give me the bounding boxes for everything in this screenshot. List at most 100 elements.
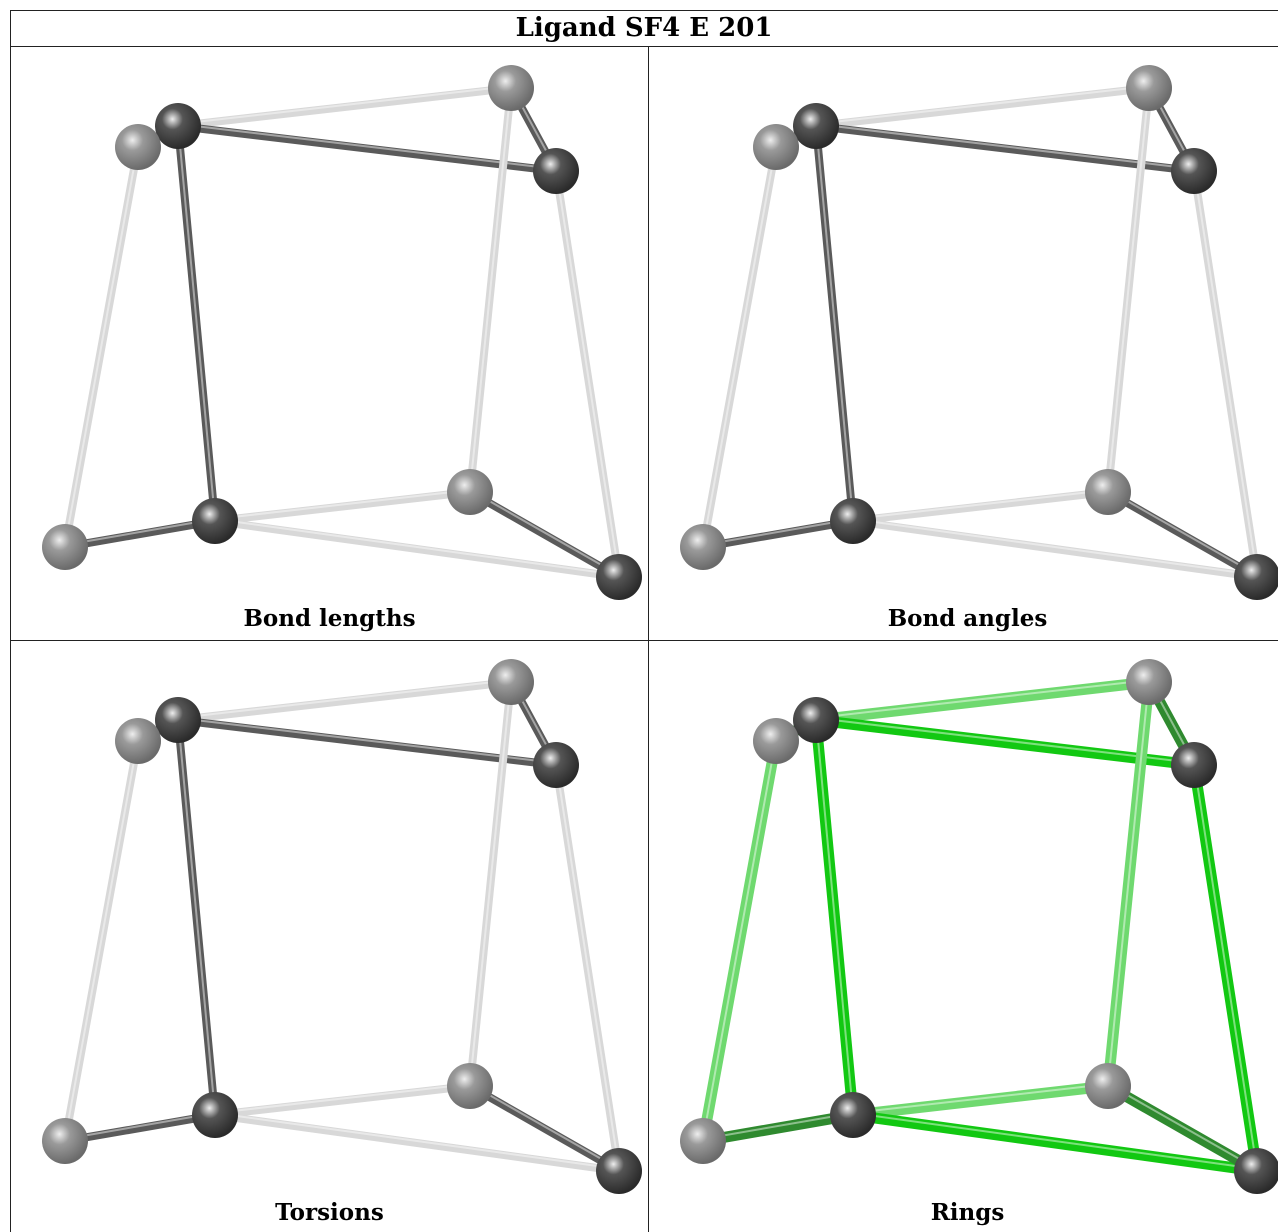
panel-rings: Rings — [649, 641, 1278, 1232]
bond-highlight — [1107, 489, 1258, 576]
atom — [533, 148, 579, 194]
bond-highlight — [815, 717, 854, 1114]
panel-caption: Torsions — [275, 1199, 384, 1226]
bond — [1188, 759, 1263, 1177]
bond-highlight — [852, 1112, 1258, 1170]
atom — [753, 124, 799, 170]
panel-caption: Bond lengths — [243, 605, 416, 632]
bond — [812, 84, 1153, 130]
bond — [466, 678, 515, 1090]
bond-highlight — [64, 144, 139, 546]
atom — [1085, 1063, 1131, 1109]
bond — [697, 735, 782, 1147]
bond-highlight — [815, 717, 1195, 764]
atom — [488, 65, 534, 111]
bond — [174, 716, 219, 1119]
atom — [680, 524, 726, 570]
bond — [1102, 676, 1155, 1092]
atom — [793, 697, 839, 743]
bond — [466, 1082, 623, 1175]
bond — [1104, 488, 1261, 581]
atom — [1171, 148, 1217, 194]
left-border — [10, 10, 11, 1232]
bond-highlight — [214, 518, 620, 576]
bond — [1104, 84, 1153, 496]
atom — [793, 103, 839, 149]
bond — [849, 488, 1112, 525]
bond — [61, 143, 142, 551]
bond — [697, 1109, 859, 1147]
bond-highlight — [64, 738, 139, 1140]
atom — [192, 498, 238, 544]
atom — [830, 498, 876, 544]
atom — [115, 718, 161, 764]
atom — [1234, 1148, 1278, 1194]
panel-caption: Bond angles — [887, 605, 1048, 632]
atom — [1171, 742, 1217, 788]
bond — [1102, 1080, 1263, 1177]
bond — [174, 716, 560, 769]
atom — [1126, 65, 1172, 111]
bond — [174, 122, 219, 525]
atom — [42, 524, 88, 570]
bond-highlight — [469, 1083, 620, 1170]
molecule-render — [680, 65, 1278, 600]
atom — [488, 659, 534, 705]
bond-highlight — [815, 123, 854, 520]
atom — [753, 718, 799, 764]
bond-highlight — [1193, 762, 1258, 1170]
bond-highlight — [469, 679, 512, 1085]
bond-highlight — [64, 1112, 216, 1140]
bond — [849, 517, 1261, 581]
bond — [552, 167, 623, 581]
bond-highlight — [815, 85, 1150, 125]
atom — [680, 1118, 726, 1164]
bond — [812, 122, 1198, 175]
bond — [174, 122, 560, 175]
molecule-render — [680, 659, 1278, 1194]
bond-highlight — [64, 518, 216, 546]
bond-highlight — [177, 123, 216, 520]
bond-highlight — [852, 489, 1109, 520]
bond — [847, 1080, 1114, 1121]
bond-highlight — [214, 1083, 471, 1114]
bond-highlight — [1107, 85, 1150, 491]
atom — [155, 103, 201, 149]
bond-highlight — [177, 123, 557, 170]
atom — [596, 554, 642, 600]
bond — [211, 1111, 623, 1175]
atom — [42, 1118, 88, 1164]
bond — [174, 84, 515, 130]
bond — [810, 676, 1155, 726]
bond — [211, 488, 474, 525]
atom — [155, 697, 201, 743]
bond-highlight — [1107, 679, 1150, 1085]
bond — [61, 737, 142, 1145]
bond-highlight — [177, 717, 216, 1114]
bond — [810, 714, 1200, 771]
bond — [61, 517, 219, 551]
figure-title: Ligand SF4 E 201 — [515, 13, 773, 43]
bond — [211, 517, 623, 581]
bond-highlight — [702, 518, 854, 546]
panel-torsions: Torsions — [11, 641, 648, 1232]
bond-highlight — [815, 679, 1150, 719]
bond — [466, 488, 623, 581]
molecule-render — [42, 65, 642, 600]
panel-bond-lengths: Bond lengths — [11, 47, 648, 638]
atom — [447, 1063, 493, 1109]
bond — [699, 143, 780, 551]
bond-highlight — [555, 762, 620, 1170]
bond-highlight — [214, 489, 471, 520]
atom — [447, 469, 493, 515]
bond-highlight — [702, 1112, 854, 1140]
bond-highlight — [852, 1083, 1109, 1114]
column-divider — [648, 46, 649, 1232]
bond-highlight — [469, 85, 512, 491]
bond-highlight — [1193, 168, 1258, 576]
bond-highlight — [852, 518, 1258, 576]
panel-bond-angles: Bond angles — [649, 47, 1278, 638]
molecule-render — [42, 659, 642, 1194]
bond — [810, 714, 859, 1121]
bond — [211, 1082, 474, 1119]
